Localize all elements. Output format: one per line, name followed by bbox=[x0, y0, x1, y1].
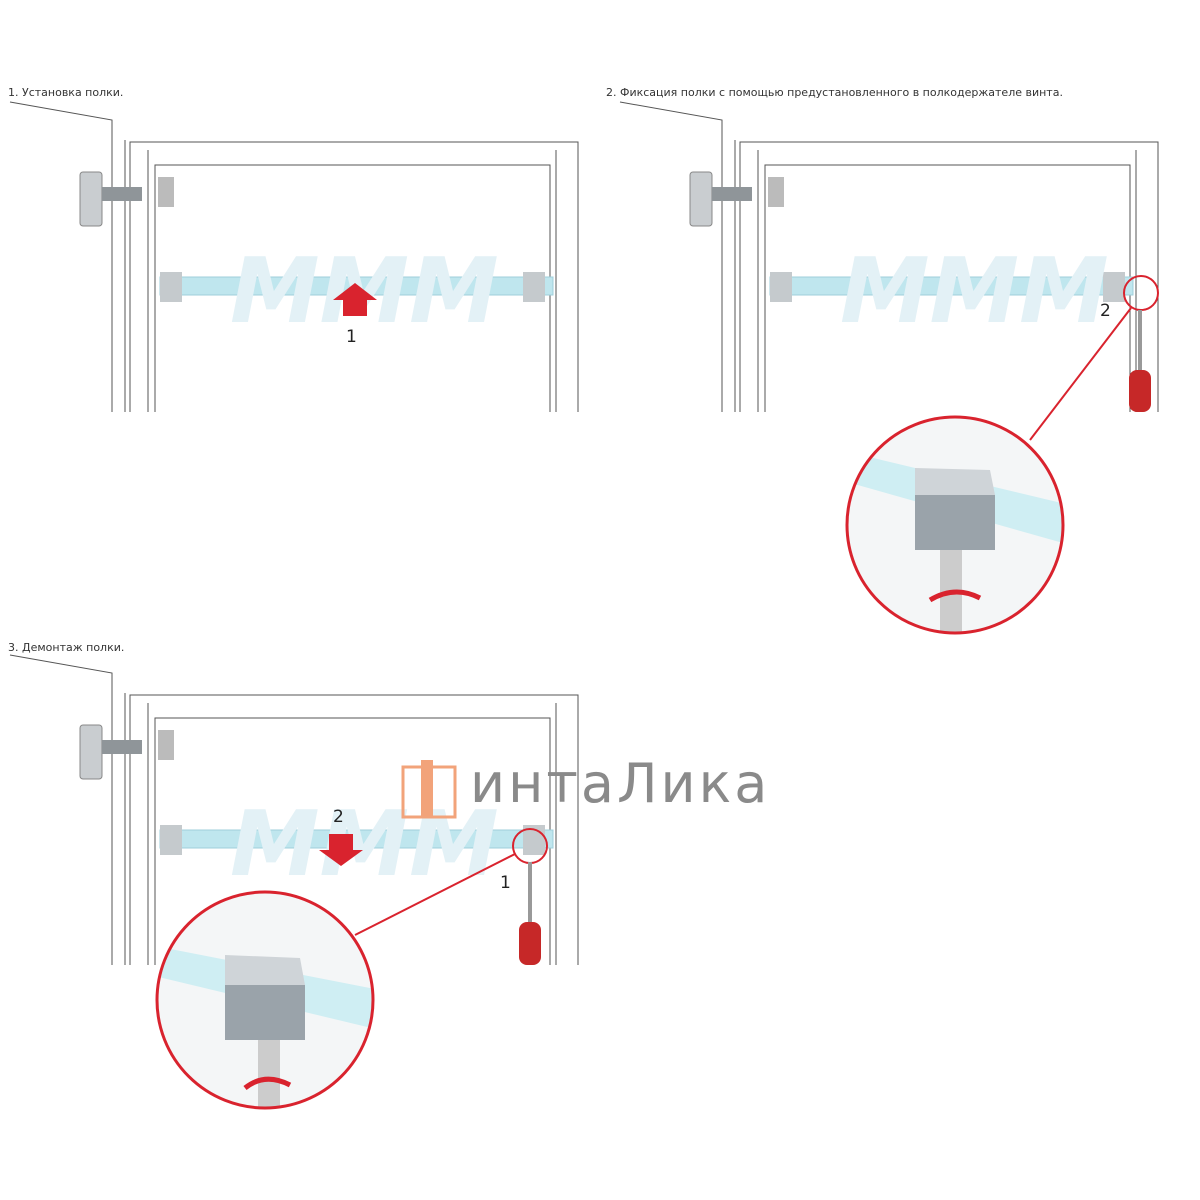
shelf-holder-right bbox=[1103, 272, 1125, 302]
intalika-logo-icon bbox=[401, 760, 457, 819]
step-3-marker-2: 2 bbox=[333, 807, 344, 827]
hinge-icon bbox=[79, 171, 103, 227]
logo-text: интаЛика bbox=[470, 752, 771, 815]
magnifier-circle bbox=[845, 415, 1065, 635]
step-2-marker: 2 bbox=[1100, 301, 1111, 321]
magnified-shelf-holder bbox=[847, 417, 1063, 633]
arrow-up-icon bbox=[333, 283, 377, 316]
screwdriver-icon bbox=[1129, 310, 1151, 412]
step-2-caption: 2. Фиксация полки с помощью предустановл… bbox=[606, 86, 1063, 99]
screwdriver-icon bbox=[519, 862, 541, 965]
step-1-marker: 1 bbox=[346, 327, 357, 347]
hinge-icon bbox=[79, 724, 103, 780]
hinge-icon bbox=[689, 171, 713, 227]
watermark: MMM bbox=[230, 792, 499, 897]
step-3-caption: 3. Демонтаж полки. bbox=[8, 641, 125, 654]
shelf-holder-left bbox=[160, 272, 182, 302]
shelf-holder-right bbox=[523, 272, 545, 302]
arrow-down-icon bbox=[319, 834, 363, 866]
step-1-panel: MMM bbox=[9, 101, 579, 412]
step-1-caption: 1. Установка полки. bbox=[8, 86, 124, 99]
shelf-holder-left bbox=[770, 272, 792, 302]
shelf-holder-left bbox=[160, 825, 182, 855]
step-2-panel: MMM bbox=[619, 101, 1159, 412]
magnified-shelf-holder bbox=[157, 892, 373, 1108]
watermark: MMM bbox=[840, 239, 1109, 344]
magnifier-circle bbox=[155, 890, 375, 1110]
step-3-marker-1: 1 bbox=[500, 873, 511, 893]
